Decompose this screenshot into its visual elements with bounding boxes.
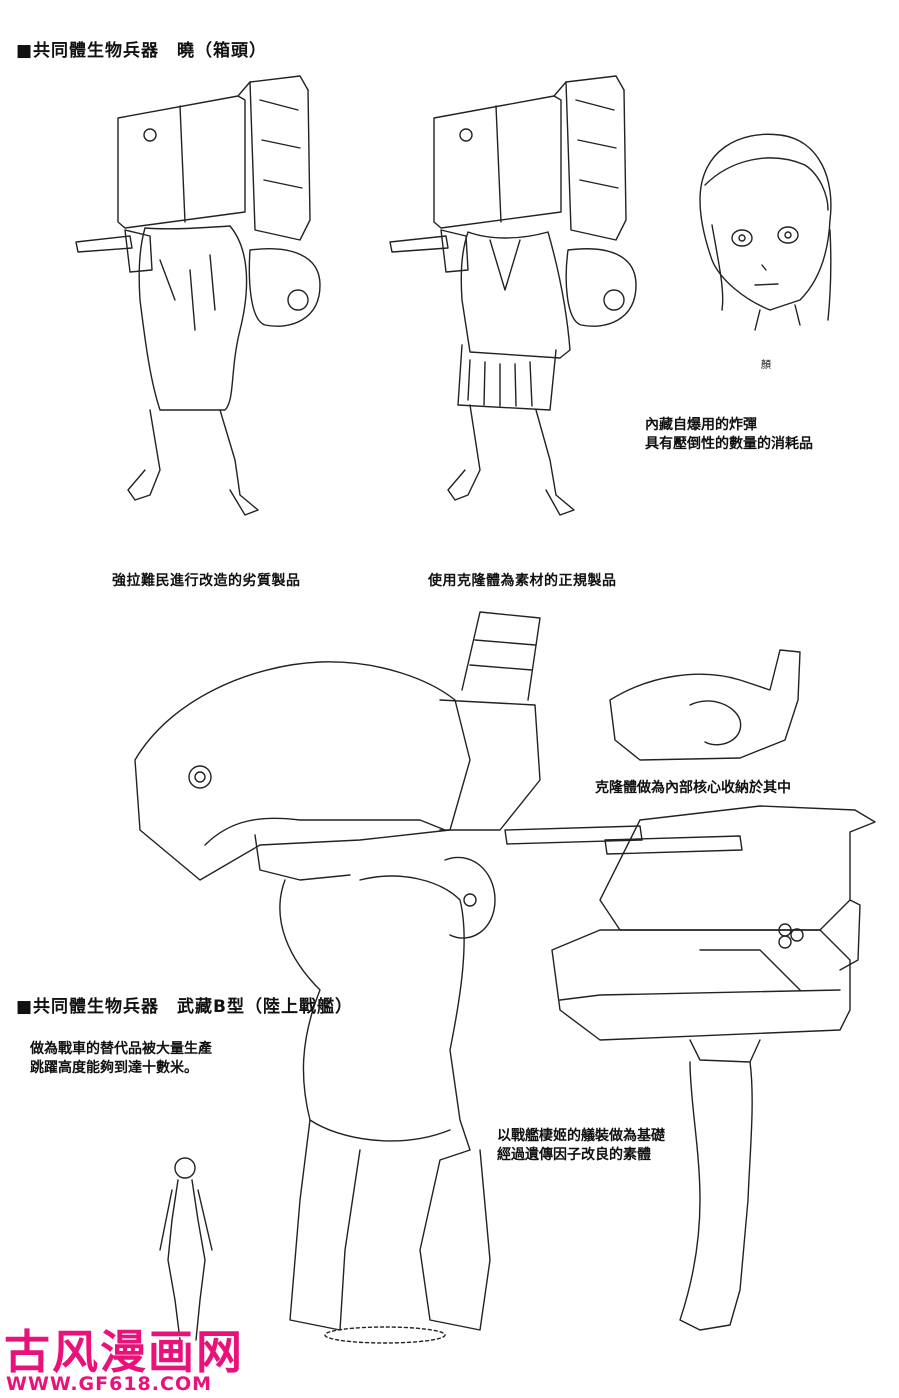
watermark-url: WWW.GF618.COM <box>6 1373 212 1395</box>
mass-production-note-line1: 做為戰車的替代品被大量生產 <box>30 1041 212 1057</box>
caption-inferior-product: 強拉難民進行改造的劣質製品 <box>112 573 301 589</box>
mass-production-note-line2: 跳躍高度能夠到達十數米。 <box>30 1060 198 1076</box>
core-housing-sketch <box>609 649 801 761</box>
turret-sketch <box>504 805 876 1331</box>
self-destruct-note-line1: 內藏自爆用的炸彈 <box>645 417 757 433</box>
core-storage-note: 克隆體做為內部核心收納於其中 <box>595 780 791 796</box>
boxhead-figure-inferior <box>75 75 321 516</box>
musashi-mech-figure <box>134 611 541 1344</box>
caption-regular-product: 使用克隆體為素材的正規製品 <box>428 573 617 589</box>
face-sketch <box>699 133 832 331</box>
self-destruct-note-line2: 具有壓倒性的數量的消耗品 <box>645 436 813 452</box>
section2-heading: ■共同體生物兵器 武藏B型（陸上戰艦） <box>16 997 354 1017</box>
watermark-title: 古风漫画网 <box>4 1325 244 1379</box>
boxhead-figure-regular <box>389 75 637 516</box>
base-body-note-line1: 以戰艦棲姬的艤裝做為基礎 <box>497 1128 665 1144</box>
base-body-note-line2: 經過遺傳因子改良的素體 <box>497 1147 651 1163</box>
human-scale-figure <box>159 1157 213 1341</box>
face-label: 顏 <box>761 360 771 371</box>
section1-heading: ■共同體生物兵器 曉（箱頭） <box>16 41 268 61</box>
